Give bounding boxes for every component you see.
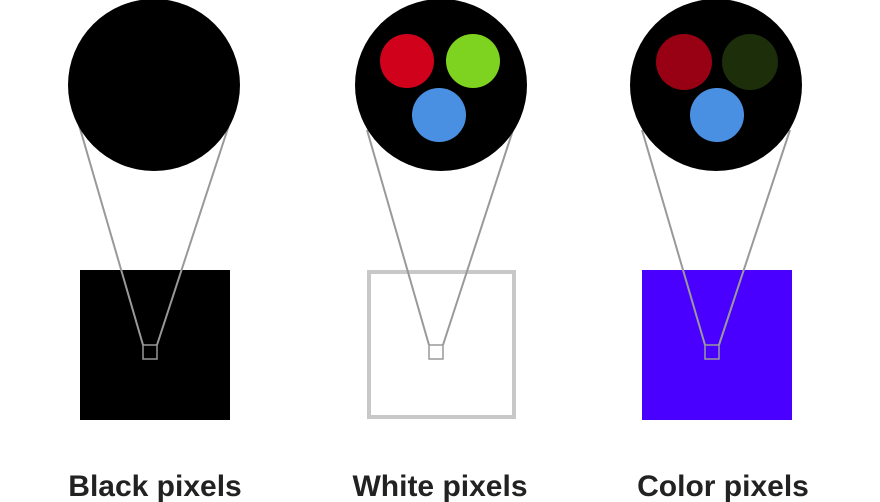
pixel-marker — [142, 344, 158, 360]
red-subpixel — [380, 34, 434, 88]
pixel-marker — [704, 344, 720, 360]
blue-subpixel — [127, 87, 181, 141]
panel-color: Color pixels — [630, 0, 809, 502]
blue-subpixel — [690, 88, 744, 142]
red-subpixel — [99, 34, 153, 88]
green-subpixel — [155, 34, 209, 88]
green-subpixel — [722, 34, 778, 90]
panel-caption: Color pixels — [637, 470, 809, 502]
connector-line-left — [641, 129, 706, 346]
green-subpixel — [446, 34, 500, 88]
pixel-marker — [428, 344, 444, 360]
panel-black: Black pixels — [68, 0, 242, 502]
connector-line-left — [366, 129, 430, 346]
magnifier-lens — [355, 0, 527, 171]
panel-white: White pixels — [352, 0, 528, 502]
panel-caption: White pixels — [352, 470, 527, 502]
connector-line-left — [78, 124, 144, 346]
blue-subpixel — [412, 88, 466, 142]
connector-line-right — [718, 129, 791, 346]
connector-line-right — [442, 129, 514, 346]
red-subpixel — [656, 34, 712, 90]
magnifier-lens — [630, 0, 802, 171]
magnifier-lens — [68, 0, 240, 171]
connector-line-right — [156, 124, 230, 346]
panel-caption: Black pixels — [68, 470, 241, 502]
